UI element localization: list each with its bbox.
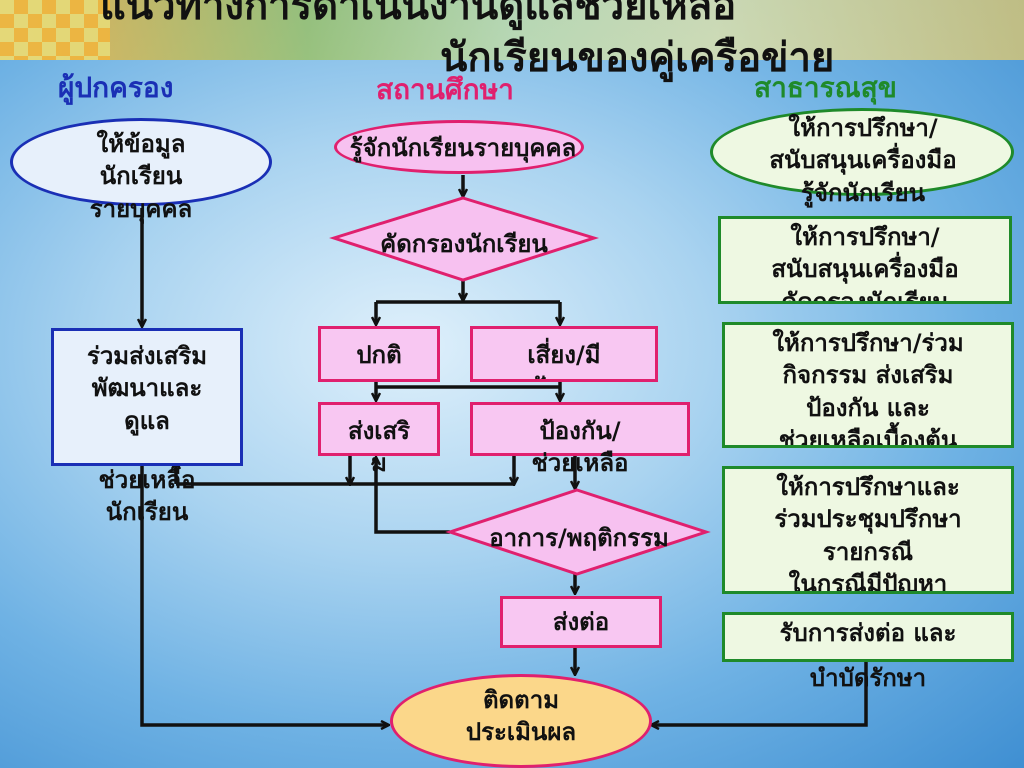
normal-node: ปกติ [318, 326, 440, 382]
health-refer-treatment: รับการส่งต่อ และ [722, 612, 1014, 662]
prevent-node: ป้องกัน/ ช่วยเหลือ [470, 402, 690, 477]
support-node [51, 328, 243, 466]
health-consult-tools-know [710, 108, 1014, 196]
support-label: ร่วมส่งเสริม พัฒนาและ ดูแล [86, 342, 208, 435]
follow-up-node [390, 674, 652, 768]
health-case-conference: ให้การปรึกษาและ ร่วมประชุมปรึกษา รายกรณี… [722, 466, 1014, 594]
page-title-line1: แนวทางการดำเนินงานดูแลช่วยเหลือ [100, 0, 737, 29]
give-info-node [10, 118, 272, 206]
know-student-node [334, 120, 584, 174]
symptoms-label: อาการ/พฤติกรรม [489, 524, 669, 552]
column-header-parents: ผู้ปกครอง [58, 71, 174, 104]
follow-up-label: ติดตาม ประเมินผล [465, 686, 577, 747]
health-consult-tools-screen: ให้การปรึกษา/ สนับสนุนเครื่องมือ คัดกรอง… [718, 216, 1012, 304]
health-box1-label: ให้การปรึกษา/ สนับสนุนเครื่องมือ รู้จักน… [769, 114, 957, 207]
refer-node: ส่งต่อ [500, 596, 662, 648]
health-consult-activities: ให้การปรึกษา/ร่วม กิจกรรม ส่งเสริม ป้องก… [722, 322, 1014, 448]
give-info-label: ให้ข้อมูล นักเรียน รายบุคคล [89, 130, 193, 223]
column-header-health: สาธารณสุข [754, 71, 897, 104]
health-refer-treatment-cont: บำบัดรักษา [809, 664, 927, 692]
header-decoration [0, 0, 1024, 60]
checker-pattern [0, 0, 110, 60]
support-label-cont: ช่วยเหลือ นักเรียน [98, 466, 196, 527]
column-header-school: สถานศึกษา [376, 73, 514, 106]
page-title-line2: นักเรียนของคู่เครือข่าย [440, 35, 835, 81]
risk-node: เสี่ยง/มี ปัญหา [470, 326, 658, 382]
screening-label: คัดกรองนักเรียน [380, 230, 548, 258]
know-student-label: รู้จักนักเรียนรายบุคคล [349, 134, 577, 162]
promote-node: ส่งเสริ ม [318, 402, 440, 477]
